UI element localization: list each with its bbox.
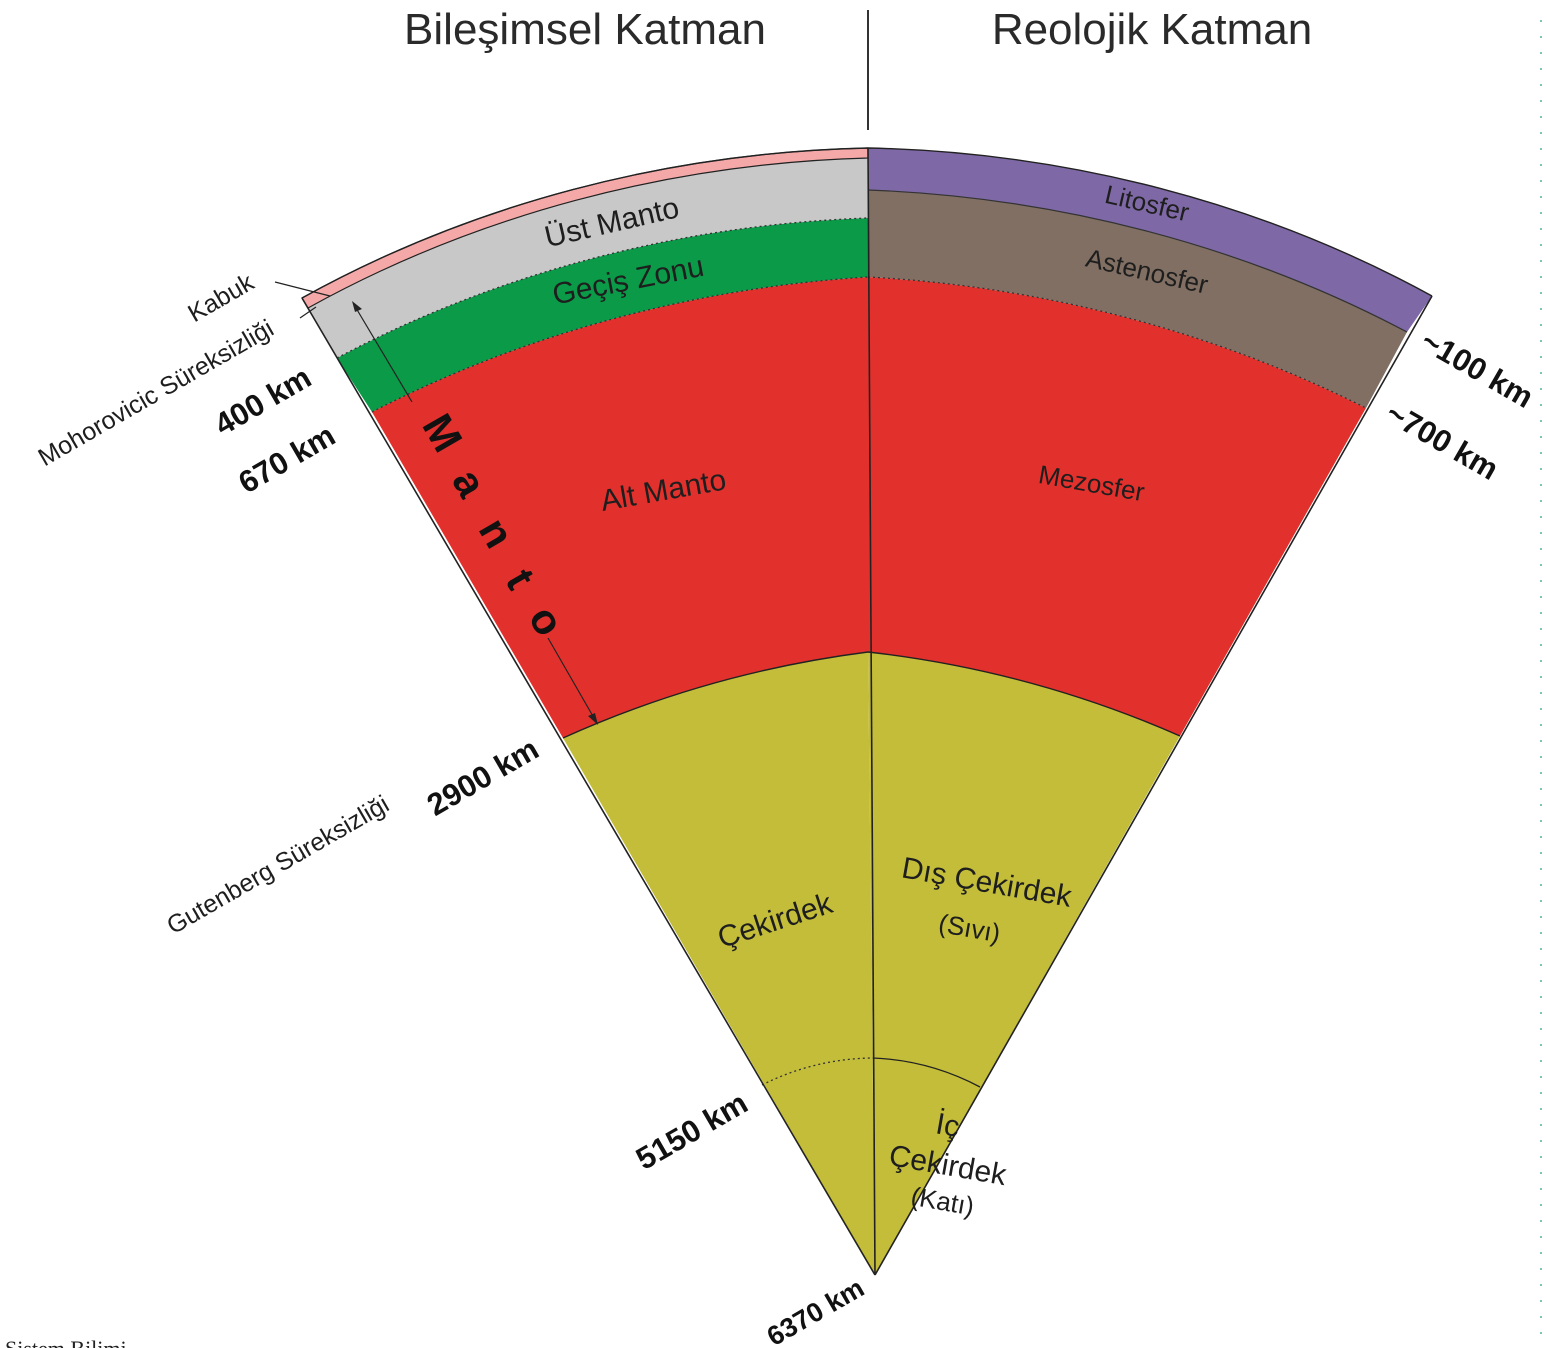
depth-700km: ~700 km	[1380, 395, 1504, 487]
left-edge-line	[301, 297, 876, 1276]
depth-100km: ~100 km	[1415, 323, 1539, 415]
label-gutenberg-discontinuity: Gutenberg Süreksizliği	[162, 790, 394, 940]
manto-dimension-line-lower	[547, 637, 595, 719]
manto-arrowhead-bottom	[588, 713, 598, 725]
depth-6370km: 6370 km	[762, 1273, 869, 1348]
manto-dimension-line-upper	[355, 307, 413, 403]
boundary-700km	[867, 276, 1367, 409]
center-divider-line	[867, 147, 876, 1276]
label-crust: Kabuk	[183, 268, 259, 328]
manto-arrowhead-top	[352, 301, 362, 312]
lithosphere-region	[868, 148, 1432, 332]
upper-mantle-region	[308, 158, 868, 358]
depth-670km: 670 km	[232, 417, 341, 500]
core-region-left	[563, 652, 875, 1275]
crust-leader-line	[274, 281, 331, 297]
transition-zone-region	[337, 218, 868, 412]
label-inner-core-state: (Katı)	[909, 1181, 977, 1222]
boundary-5150km-dotted	[761, 1057, 874, 1086]
mesosphere-region	[868, 277, 1366, 736]
footer-caption: Sistem Bilimi	[5, 1336, 127, 1348]
header-rheological: Reolojik Katman	[992, 5, 1312, 54]
depth-2900km: 2900 km	[421, 731, 544, 823]
asthenosphere-region	[868, 190, 1407, 408]
boundary-inner-core	[872, 1057, 981, 1088]
outer-core-region	[868, 652, 1180, 1275]
boundary-670km	[371, 276, 869, 413]
header-compositional: Bileşimsel Katman	[404, 5, 766, 54]
label-inner-core-1: İç	[933, 1107, 962, 1144]
depth-5150km: 5150 km	[630, 1085, 753, 1177]
gutenberg-boundary-line	[562, 651, 1181, 739]
lower-mantle-region	[372, 277, 868, 738]
moho-leader-line	[299, 306, 317, 319]
boundary-100km	[867, 189, 1408, 333]
right-edge-line	[874, 295, 1433, 1276]
